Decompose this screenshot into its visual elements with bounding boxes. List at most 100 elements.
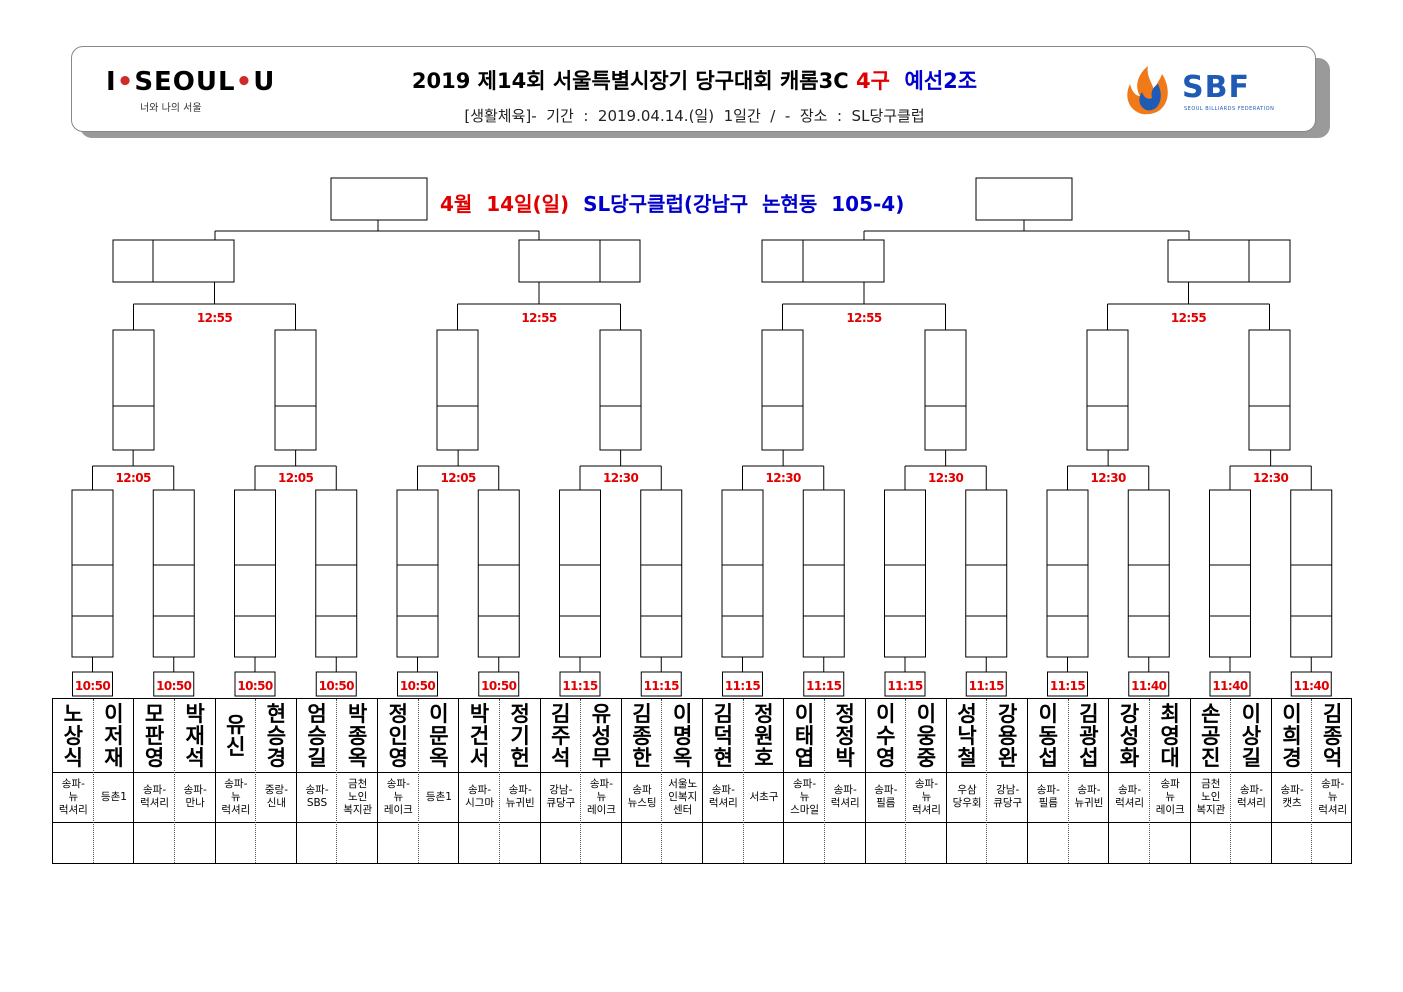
player-result-cell (662, 822, 703, 863)
player-table-separator (417, 699, 419, 863)
round1-time-tag-box (965, 671, 1007, 697)
player-club: 서초구 (749, 790, 779, 803)
round2-match-box (1086, 329, 1129, 451)
round3-match-box (152, 239, 235, 283)
round1-match-box (965, 489, 1008, 658)
player-result-cell (1191, 822, 1232, 863)
round1-match-box (71, 489, 114, 658)
player-table-separator (1148, 699, 1150, 863)
round3-time-label: 12:55 (1171, 311, 1206, 325)
player-result-cell (866, 822, 907, 863)
player-result-cell (500, 822, 541, 863)
event-info: [생활체육]- 기간 : 2019.04.14.(일) 1일간 / - 장소 :… (464, 107, 925, 125)
round2-time-label: 12:30 (1091, 471, 1126, 485)
player-result-cell (784, 822, 825, 863)
round1-time-label: 10:50 (75, 679, 110, 693)
player-table-separator (986, 699, 988, 863)
player-result-cell (94, 822, 135, 863)
logo-brand: I•SEOUL•U (106, 67, 276, 97)
player-table-separator (214, 699, 216, 863)
player-result-cell (1272, 822, 1313, 863)
player-club: 송파-뉴귀빈 (1074, 784, 1104, 809)
round1-time-label: 11:15 (644, 679, 679, 693)
player-club: 등촌1 (425, 790, 452, 803)
player-table-separator (1270, 699, 1272, 863)
round1-match-box (152, 489, 195, 658)
player-result-cell (541, 822, 582, 863)
round2-time-label: 12:30 (603, 471, 638, 485)
round1-time-tag-box (1209, 671, 1251, 697)
sbf-logo: SBF SEOUL BILLIARDS FEDERATION (1122, 62, 1282, 118)
player-club: 송파-만나 (183, 784, 207, 809)
player-club: 송파-럭셔리 (1236, 784, 1266, 809)
player-club: 강남-큐당구 (546, 784, 576, 809)
round3-match-box (1167, 239, 1250, 283)
round2-match-box (1248, 329, 1291, 451)
player-table-separator (1027, 699, 1028, 863)
player-table-separator (945, 699, 947, 863)
player-result-cell (337, 822, 378, 863)
round1-match-box (884, 489, 926, 658)
round1-match-box (1127, 489, 1170, 658)
round1-time-label: 10:50 (237, 679, 272, 693)
round1-time-label: 11:40 (1294, 679, 1329, 693)
round1-time-label: 10:50 (319, 679, 354, 693)
round1-time-label: 11:40 (1131, 679, 1166, 693)
round1-time-label: 11:15 (725, 679, 760, 693)
player-result-cell (825, 822, 866, 863)
player-result-cell (134, 822, 175, 863)
round1-match-box (1209, 489, 1251, 658)
player-club: 송파-럭셔리 (1115, 784, 1145, 809)
player-table-separator (1108, 699, 1110, 863)
player-club: 중랑-신내 (264, 784, 288, 809)
player-club: 송파-럭셔리 (708, 784, 738, 809)
player-club: 송파-필름 (1036, 784, 1060, 809)
round3-match-box (761, 239, 804, 283)
round1-time-tag-box (640, 671, 682, 697)
player-result-cell (622, 822, 663, 863)
logo-slogan: 너와 나의 서울 (140, 103, 202, 114)
round1-match-box (640, 489, 683, 658)
round3-match-box (1248, 239, 1291, 283)
player-table-separator (823, 699, 825, 863)
round2-time-label: 12:30 (766, 471, 801, 485)
player-table-separator (742, 699, 744, 863)
player-result-cell (703, 822, 744, 863)
round3-time-label: 12:55 (521, 311, 556, 325)
round2-time-label: 12:30 (928, 471, 963, 485)
round1-time-label: 11:15 (969, 679, 1004, 693)
player-table-separator (1311, 699, 1313, 863)
round3-match-box (112, 239, 154, 283)
player-table-separator (864, 699, 866, 863)
round1-time-label: 10:50 (400, 679, 435, 693)
round2-match-box (599, 329, 642, 451)
player-table-separator (1189, 699, 1191, 863)
player-club: 송파-SBS (305, 784, 329, 809)
player-table-separator (92, 699, 94, 863)
